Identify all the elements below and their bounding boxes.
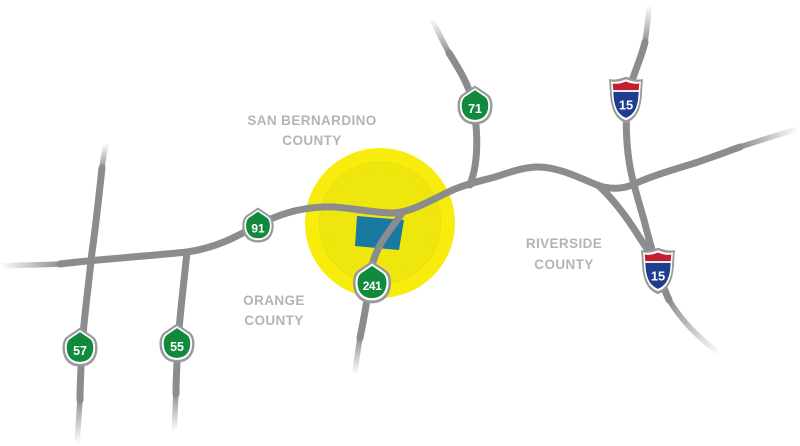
interstate-15-shield-south-icon: 15	[640, 247, 676, 295]
interstate-15-road-south-fade	[666, 297, 722, 356]
route-57-shield-icon: 57	[62, 327, 98, 367]
interstate-15-road-north-fade	[642, 4, 652, 45]
route-91-road-west-fade	[0, 261, 63, 269]
route-241-shield-number: 241	[363, 279, 382, 293]
county-label-san-bernardino-line2: COUNTY	[282, 133, 341, 148]
route-55-shield-icon: 55	[159, 323, 195, 363]
route-71-shield-icon: 71	[457, 85, 493, 125]
county-label-riverside-line2: COUNTY	[534, 257, 593, 272]
county-label-san-bernardino-line1: SAN BERNARDINO	[247, 113, 376, 128]
route-55-road	[172, 248, 191, 398]
route-71-shield-number: 71	[468, 102, 482, 116]
interstate-15-south-shield-number: 15	[651, 269, 665, 284]
route-55-road-south-fade	[171, 391, 179, 434]
interstate-15-shield-north-icon: 15	[608, 76, 644, 124]
route-57-shield-number: 57	[73, 344, 87, 358]
county-label-orange-line1: ORANGE	[243, 293, 305, 308]
route-71-road-north-fade	[430, 18, 452, 56]
route-91-shield-number: 91	[251, 221, 265, 235]
route-91-shield-icon: 91	[242, 207, 274, 243]
route-71-road	[445, 49, 481, 189]
route-91-road-east-fade	[737, 126, 800, 150]
county-label-orange-line2: COUNTY	[244, 313, 303, 328]
interstate-15-north-shield-number: 15	[619, 98, 633, 113]
route-57-road	[76, 164, 106, 404]
county-label-riverside-line1: RIVERSIDE	[526, 236, 602, 251]
route-241-road-south-fade	[352, 335, 363, 376]
route-55-shield-number: 55	[170, 340, 184, 354]
route-57-road-south-fade	[74, 397, 83, 446]
route-241-shield-icon: 241	[352, 260, 392, 304]
